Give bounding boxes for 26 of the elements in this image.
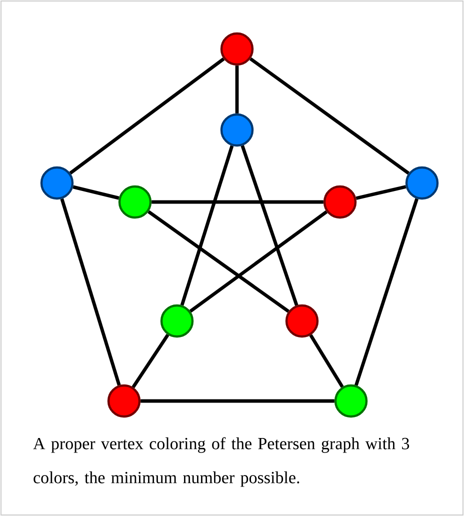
- edge-line: [235, 66, 239, 114]
- vertex-circle: [220, 113, 254, 147]
- edge-line: [60, 198, 121, 386]
- edge-line: [140, 399, 334, 403]
- vertex-circle: [285, 304, 319, 338]
- vertex-circle: [334, 384, 368, 418]
- caption: A proper vertex coloring of the Petersen graph with 3 colors, the minimum number possible.: [33, 437, 410, 487]
- edge-line: [189, 210, 328, 313]
- vertex-circle: [160, 304, 194, 338]
- vertex-circle: [405, 166, 439, 200]
- vertex-circle: [118, 185, 152, 219]
- edge-line: [148, 210, 290, 313]
- edge-line: [72, 185, 120, 200]
- edge-line: [69, 58, 225, 174]
- edge-line: [354, 198, 418, 386]
- edge-line: [132, 334, 170, 388]
- edge-line: [152, 200, 324, 204]
- vertex-circle: [107, 384, 141, 418]
- edge-line: [356, 185, 406, 200]
- edge-line: [240, 145, 298, 306]
- vertex-circle: [40, 166, 74, 200]
- edge-line: [309, 334, 344, 388]
- edge-line: [249, 57, 410, 175]
- vertex-circle: [323, 185, 357, 219]
- vertex-circle: [220, 32, 254, 66]
- edge-line: [180, 145, 234, 306]
